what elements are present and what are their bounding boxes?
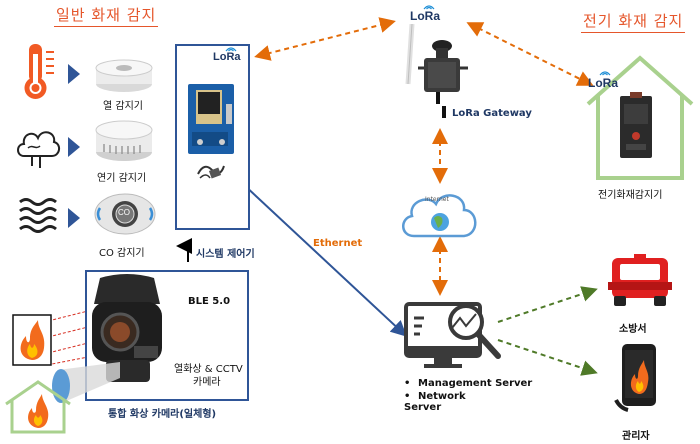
fire-truck-icon: [608, 254, 672, 306]
controller-board: [188, 84, 234, 154]
co-gas-icon: [19, 198, 57, 233]
electric-detector-label: 전기화재감지기: [598, 190, 663, 201]
electric-fire-detector-device: [620, 92, 652, 158]
camera-type-line1: 열화상 & CCTV: [174, 364, 243, 375]
co-detector-device: [94, 193, 156, 235]
camera-type-line2: 카메라: [193, 377, 221, 388]
wireless-signal-icon: [225, 47, 237, 52]
lora-link-controller-gateway: [254, 17, 396, 61]
server-list: •Management Server •Network Server: [404, 378, 532, 413]
house-fire-icon: [5, 380, 71, 434]
server-monitor-icon: [404, 302, 501, 368]
gateway-label: LoRa Gateway: [452, 108, 532, 119]
electric-fire-title: 전기 화재 감지: [581, 10, 686, 33]
internet-cloud-icon: [402, 194, 477, 238]
smartphone-fire-icon: [614, 344, 656, 412]
camera-label: 통합 화상 카메라(일체형): [108, 409, 217, 420]
link-server-manager: [497, 339, 598, 376]
wireless-signal-icon: [599, 71, 611, 76]
wireless-signal-icon: [423, 5, 435, 10]
electric-house-outline: [586, 55, 694, 180]
system-controller-label: 시스템 제어기: [196, 249, 255, 260]
ethernet-cable-icon: [197, 165, 225, 179]
manager-label: 관리자: [622, 431, 650, 442]
internet-label: Internet: [425, 196, 449, 203]
link-server-firestation: [497, 286, 598, 323]
co-badge: CO: [118, 208, 130, 217]
lora-gateway-device: [405, 24, 468, 118]
controller-lora-logo: LoRa: [213, 51, 241, 63]
server-item-management: •Management Server: [404, 378, 533, 389]
general-fire-title: 일반 화재 감지: [54, 4, 159, 27]
electric-lora-logo: LoRa: [588, 76, 618, 90]
ble-label: BLE 5.0: [188, 296, 231, 307]
flame-image-icon: [12, 314, 52, 366]
heat-detector-label: 열 감지기: [103, 101, 143, 112]
heat-detector-device: [95, 59, 153, 92]
thermometer-icon: [24, 44, 54, 99]
lora-link-gateway-electric: [466, 22, 594, 86]
ethernet-link: [225, 167, 407, 337]
co-detector-label: CO 감지기: [99, 248, 145, 259]
chevron-right-icon: [68, 137, 80, 157]
server-item-network: •Network Server: [404, 391, 466, 413]
smoke-detector-device: [95, 120, 153, 161]
fire-station-label: 소방서: [619, 324, 647, 335]
gateway-lora-logo: LoRa: [410, 9, 440, 23]
smoke-icon: [17, 131, 60, 168]
chevron-right-icon: [68, 64, 80, 84]
chevron-right-icon: [68, 208, 80, 228]
smoke-detector-label: 연기 감지기: [97, 173, 147, 184]
ethernet-label: Ethernet: [313, 238, 363, 249]
